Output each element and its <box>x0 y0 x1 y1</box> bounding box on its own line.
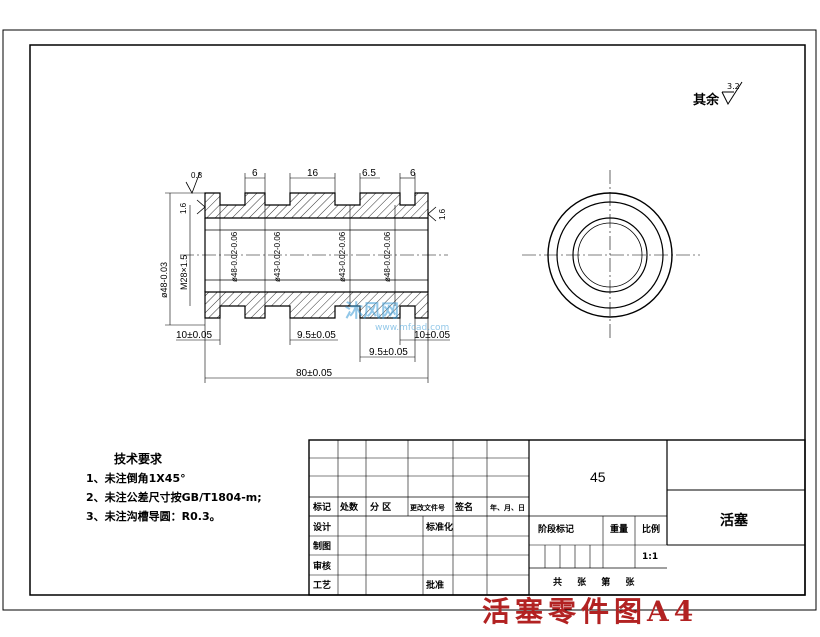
title-block <box>308 439 806 596</box>
tb-doc: 更改文件号 <box>410 503 445 512</box>
tb-part-name: 活塞 <box>720 512 749 529</box>
tb-mark: 标记 <box>312 501 331 513</box>
tb-craft: 工艺 <box>313 579 331 591</box>
tb-approve: 批准 <box>426 579 444 591</box>
end-view <box>522 170 700 340</box>
tb-stage: 阶段标记 <box>538 523 574 535</box>
dim-top-4: 6 <box>410 168 416 179</box>
dim-top-1: 6 <box>252 168 258 179</box>
notes-item: 1、未注倒角1X45° <box>86 472 186 485</box>
tb-date: 年、月、日 <box>490 503 525 512</box>
dim-rough-1: 1.6 <box>179 202 188 214</box>
dim-dia-d: ø48-0.02-0.06 <box>383 231 392 282</box>
dim-rough-2: 1.6 <box>438 208 447 220</box>
dim-outer-dia: ø48-0.03 <box>159 262 169 298</box>
dim-rough-left: 0.8 <box>191 171 203 180</box>
tb-scale: 1:1 <box>642 552 658 562</box>
dim-dia-c: ø43-0.02-0.06 <box>338 231 347 282</box>
notes-title: 技术要求 <box>114 452 163 466</box>
dim-top-3: 6.5 <box>362 168 376 179</box>
notes-item: 2、未注公差尺寸按GB/T1804-m; <box>86 491 262 504</box>
top-wall <box>204 192 429 219</box>
section-view <box>165 171 450 383</box>
tb-count: 处数 <box>339 501 359 513</box>
outer-border <box>2 29 817 611</box>
tb-zone: 分 区 <box>370 501 391 513</box>
tb-material: 45 <box>590 469 606 485</box>
notes-item: 3、未注沟槽导圆：R0.3。 <box>86 510 221 523</box>
technical-notes: 技术要求 1、未注倒角1X45° 2、未注公差尺寸按GB/T1804-m; 3、… <box>86 450 262 526</box>
watermark-url: www.mfcad.com <box>375 323 450 333</box>
dim-thread: M28×1.5 <box>179 255 189 290</box>
tb-draw: 制图 <box>313 540 331 552</box>
dim-bot-4: 9.5±0.05 <box>369 347 408 358</box>
tb-std: 标准化 <box>425 521 453 533</box>
tb-design: 设计 <box>313 521 331 533</box>
dim-dia-a: ø48-0.02-0.06 <box>230 231 239 282</box>
dim-bot-2: 9.5±0.05 <box>297 330 336 341</box>
drawing-caption: 活塞零件图A4 <box>482 595 699 628</box>
roughness-remark: 其余 <box>693 92 720 108</box>
tb-weight: 重量 <box>610 523 628 535</box>
dim-top-2: 16 <box>307 168 319 179</box>
tb-check: 审核 <box>313 560 331 572</box>
dim-bot-1: 10±0.05 <box>176 330 213 341</box>
dim-dia-b: ø43-0.02-0.06 <box>273 231 282 282</box>
dim-total: 80±0.05 <box>296 368 333 379</box>
tb-scale-label: 比例 <box>642 523 660 535</box>
roughness-symbol <box>721 81 743 106</box>
dim-bot-3: 10±0.05 <box>414 330 451 341</box>
watermark-brand: 沐风网 <box>345 301 399 322</box>
watermark: 沐风网 www.mfcad.com <box>345 297 449 333</box>
tb-sheets: 共 张 第 张 <box>553 576 635 588</box>
roughness-value: 3.2 <box>727 82 740 91</box>
bottom-wall <box>204 291 429 319</box>
tb-sign: 签名 <box>454 501 473 513</box>
